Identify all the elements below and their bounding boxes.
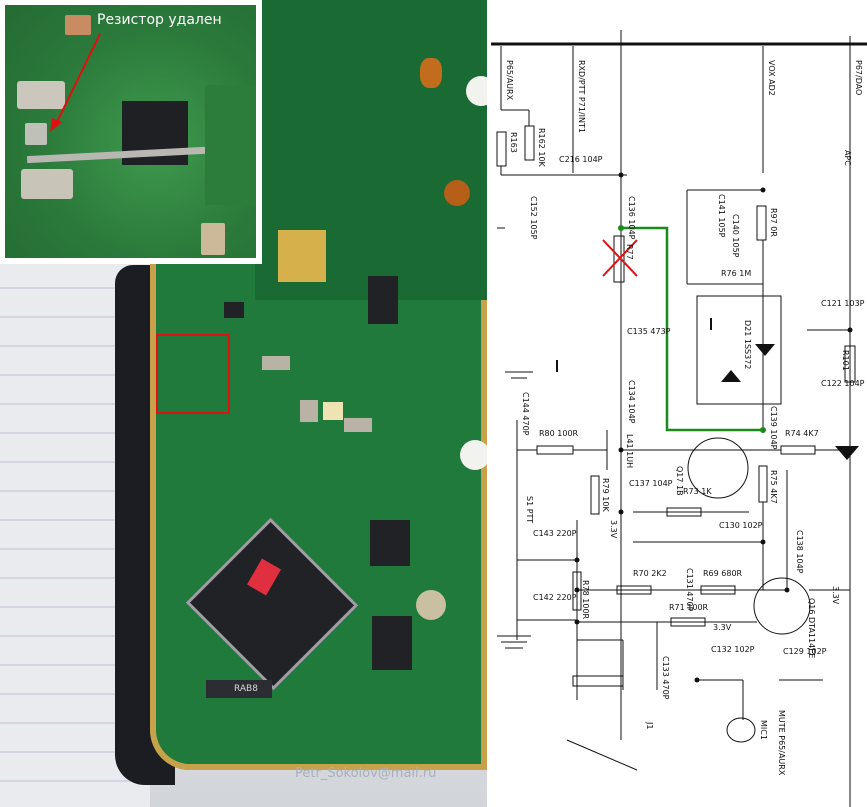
zoom-photo [5,5,256,258]
component-label: C142 220P [533,593,577,602]
component-label: C135 473P [627,327,671,336]
mounting-hole [460,440,487,470]
component-label: R77 [625,244,634,260]
component-label: Q16 DTA114EE [807,598,816,658]
net-label: VOX AD2 [767,60,776,96]
net-label: P67/DAO [854,60,863,95]
component-label: R74 4K7 [785,429,819,438]
component-label: R162 10K [537,128,546,168]
component-label: C121 103P [821,299,865,308]
component-label: C129 102P [783,647,827,656]
net-label: RXD/PTT P71/INT1 [577,60,586,133]
component-label: R78 100R [581,580,590,620]
net-label: P65/AURX [505,60,514,101]
component-label: C139 104P [769,406,778,450]
smd-capacitor [300,400,318,422]
component-label: R76 1M [721,269,751,278]
component-label: R97 0R [769,208,778,237]
component-label: C133 470P [661,656,670,700]
screw-pad [416,590,446,620]
zoom-capacitor [17,81,65,109]
component-label: C144 470P [521,392,530,436]
component-label: Q17 1B [675,466,684,496]
component-label: R70 2K2 [633,569,667,578]
component-label: C143 220P [533,529,577,538]
schematic-panel: P65/AURX RXD/PTT P71/INT1 VOX AD2 P67/DA… [487,0,867,807]
component-label: APC [843,150,852,166]
component-label: C137 104P [629,479,673,488]
circuit-schematic: P65/AURX RXD/PTT P71/INT1 VOX AD2 P67/DA… [491,30,867,807]
component-label: R163 [509,132,518,153]
inset-annotation: Резистор удален [97,12,222,28]
zoom-inset: Резистор удален [0,0,262,264]
bottom-component [206,680,272,698]
pcb-area [205,85,256,205]
coil-inductor [444,180,470,206]
component-label: C122 104P [821,379,865,388]
component-label: 3.3V [609,520,618,539]
small-ic [224,302,244,318]
smd-capacitor [262,356,290,370]
smd-capacitor [344,418,372,432]
component-label: 3.3V [831,586,840,605]
component-label: C130 102P [719,521,763,530]
component-label: C134 104P [627,380,636,424]
component-label: S1 PTT [525,496,534,523]
component-label: C131 470P [685,568,694,612]
ic-chip-lower [372,616,412,670]
coil-inductor [420,58,442,88]
component-label: MIC1 [759,720,768,740]
component-label: J1 [645,721,654,729]
annotation-arrow [50,33,101,132]
shield-component [278,230,326,282]
modification-wire [621,226,763,432]
zoom-capacitor [201,223,225,255]
component-label: R69 680R [703,569,743,578]
component-label: R79 10K [601,478,610,512]
transistor-package [368,276,398,324]
component-label: D21 1SS372 [743,320,752,369]
component-label: 3.3V [713,623,732,632]
mounting-hole [466,76,487,106]
component-label: L41 1UH [625,434,634,468]
test-pads [323,402,343,420]
component-label: R75 4K7 [769,470,778,504]
component-label: R71 100R [669,603,709,612]
component-label: MUTE P65/AURX [777,710,786,776]
pcb-photo-panel: RAB8 Petr_Sokolov@mail.ru Резистор удале… [0,0,487,807]
component-label: R73 1K [683,487,712,496]
watermark: Petr_Sokolov@mail.ru [295,766,437,781]
component-label: C138 104P [795,530,804,574]
chip-marking: RAB8 [234,684,258,694]
component-label: C140 105P [731,214,740,258]
ic-chip-upper [370,520,410,566]
component-label: C152 105P [529,196,538,240]
highlight-box [156,334,230,414]
removed-resistor-mark [602,239,638,277]
zoom-capacitor [21,169,73,199]
component-label: C141 105P [717,194,726,238]
removed-resistor-pad [25,123,47,145]
component-label: R101 [841,350,850,371]
component-label: C136 104P [627,196,636,240]
component-label: C132 102P [711,645,755,654]
component-label: R80 100R [539,429,579,438]
component-label: C216 104P [559,155,603,164]
zoom-resistor [65,15,91,35]
